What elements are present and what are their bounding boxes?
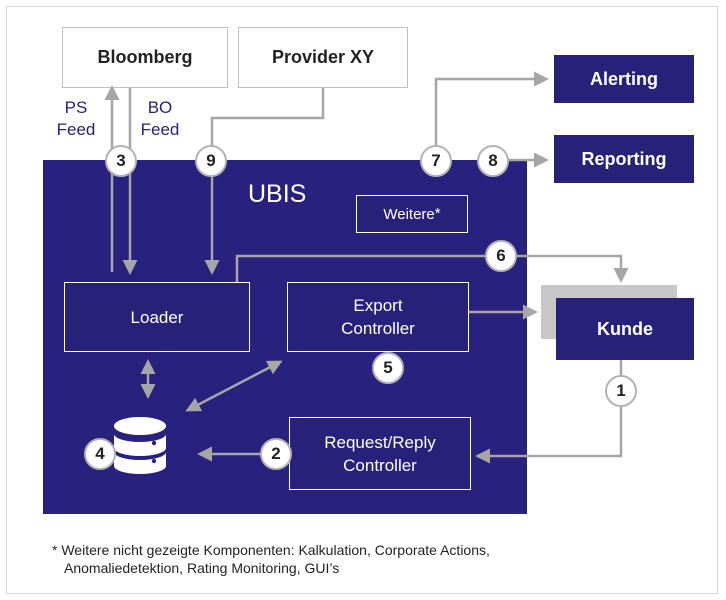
bo-feed-line1: BO bbox=[147, 98, 173, 117]
alerting-box: Alerting bbox=[554, 55, 694, 103]
step-2-circle: 2 bbox=[260, 438, 292, 470]
bo-feed-label: BO Feed bbox=[138, 97, 182, 141]
step-8-circle: 8 bbox=[477, 145, 509, 177]
export-controller-box: Export Controller bbox=[287, 282, 469, 352]
step-1-circle: 1 bbox=[605, 375, 637, 407]
request-reply-controller-box: Request/Reply Controller bbox=[289, 417, 471, 490]
bloomberg-label: Bloomberg bbox=[97, 47, 193, 67]
alerting-label: Alerting bbox=[589, 68, 658, 89]
footnote-line1: * Weitere nicht gezeigte Komponenten: Ka… bbox=[52, 542, 490, 558]
request-label-line2: Controller bbox=[343, 455, 417, 475]
step-5-circle: 5 bbox=[372, 352, 404, 384]
export-label-line1: Export bbox=[353, 296, 403, 315]
kunde-label: Kunde bbox=[597, 318, 653, 339]
database-icon bbox=[114, 417, 166, 474]
bo-feed-line2: Feed bbox=[140, 120, 180, 139]
ps-feed-line1: PS bbox=[64, 98, 88, 117]
kunde-request-arrow bbox=[475, 360, 623, 464]
step-7-circle: 7 bbox=[420, 145, 452, 177]
ps-feed-label: PS Feed bbox=[56, 97, 96, 141]
kunde-delivery-arrow bbox=[235, 254, 629, 283]
db-export-arrow bbox=[185, 360, 283, 412]
step-3-circle: 3 bbox=[105, 145, 137, 177]
kunde-box: Kunde bbox=[556, 298, 694, 360]
footnote: * Weitere nicht gezeigte Komponenten: Ka… bbox=[52, 541, 692, 577]
weitere-label: Weitere bbox=[383, 205, 435, 223]
weitere-box: Weitere* bbox=[356, 195, 468, 233]
ps-feed-line2: Feed bbox=[56, 120, 96, 139]
step-4-circle: 4 bbox=[84, 438, 116, 470]
reporting-box: Reporting bbox=[554, 135, 694, 183]
step-6-circle: 6 bbox=[485, 240, 517, 272]
request-label-line1: Request/Reply bbox=[324, 432, 436, 452]
alerting-arrow bbox=[434, 71, 549, 148]
export-label-line2: Controller bbox=[341, 319, 415, 338]
bloomberg-box: Bloomberg bbox=[62, 27, 228, 88]
loader-label: Loader bbox=[130, 307, 184, 327]
footnote-line2: Anomaliedetektion, Rating Monitoring, GU… bbox=[64, 560, 340, 576]
reporting-label: Reporting bbox=[581, 148, 667, 169]
provider-xy-box: Provider XY bbox=[238, 27, 408, 88]
loader-box: Loader bbox=[64, 282, 250, 352]
ubis-title: UBIS bbox=[248, 180, 307, 208]
step-9-circle: 9 bbox=[195, 145, 227, 177]
provider-xy-label: Provider XY bbox=[271, 47, 375, 67]
provider-loader-arrow bbox=[204, 88, 325, 275]
